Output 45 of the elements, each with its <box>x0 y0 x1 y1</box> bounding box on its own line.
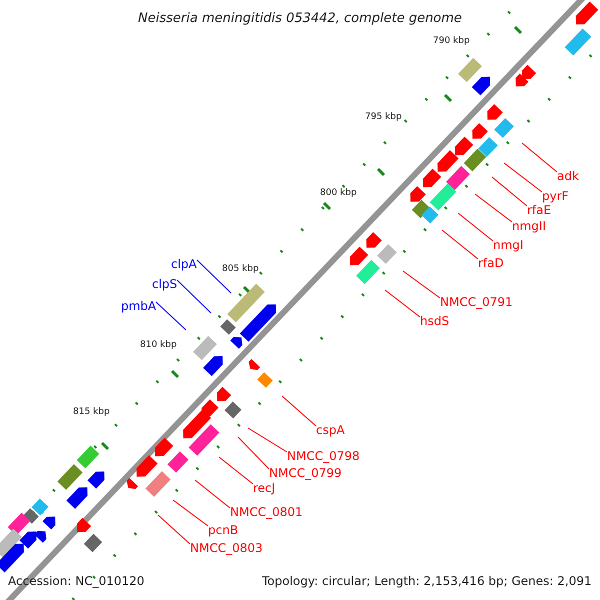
leader-line <box>156 302 186 330</box>
leader-line <box>458 212 494 242</box>
scale-label: 815 kbp <box>73 408 110 417</box>
gene-label: NMCC_0803 <box>190 542 263 554</box>
gene-label: nmgI <box>493 239 524 251</box>
gene-label: NMCC_0799 <box>269 467 342 479</box>
leader-line <box>384 290 420 318</box>
leader-line <box>402 270 440 298</box>
gene-label: NMCC_0801 <box>230 506 303 518</box>
genome-summary-text: Topology: circular; Length: 2,153,416 bp; Genes: 2,091 <box>262 575 592 587</box>
scale-label: 795 kbp <box>365 113 402 122</box>
leader-line <box>492 176 528 206</box>
gene-label: pmbA <box>121 300 156 312</box>
leader-line <box>194 480 230 508</box>
gene-label: recJ <box>253 482 276 494</box>
accession-text: Accession: NC_010120 <box>8 575 144 587</box>
gene-label: nmgII <box>512 220 546 232</box>
leader-line <box>248 428 288 452</box>
leader-line <box>474 194 512 222</box>
gene-label: clpA <box>171 258 197 270</box>
diagram-title: Neisseria meningitidis 053442, complete genome <box>137 12 463 25</box>
gene-label: pyrF <box>542 190 569 202</box>
leader-line <box>158 514 190 544</box>
leader-line <box>442 230 478 260</box>
gene-label: NMCC_0791 <box>440 296 513 308</box>
gene-label: rfaE <box>527 204 552 216</box>
gene-label: adk <box>557 170 579 182</box>
gene-label: hsdS <box>420 315 450 327</box>
scale-label: 800 kbp <box>320 189 357 198</box>
scale-label: 805 kbp <box>222 265 259 274</box>
leader-line <box>504 162 542 192</box>
gene-label: cspA <box>316 424 345 436</box>
leader-line <box>522 142 558 172</box>
leader-line <box>238 436 270 470</box>
leader-line <box>282 396 316 426</box>
scale-label: 810 kbp <box>140 341 177 350</box>
leader-line <box>196 260 232 294</box>
gene-label: NMCC_0798 <box>287 450 360 462</box>
leader-line <box>176 280 212 314</box>
gene-label: pcnB <box>208 524 238 536</box>
leader-line <box>172 500 208 526</box>
leader-line <box>218 456 254 484</box>
gene-label: rfaD <box>478 257 504 269</box>
gene-label: clpS <box>152 278 178 290</box>
scale-label: 790 kbp <box>433 37 470 46</box>
